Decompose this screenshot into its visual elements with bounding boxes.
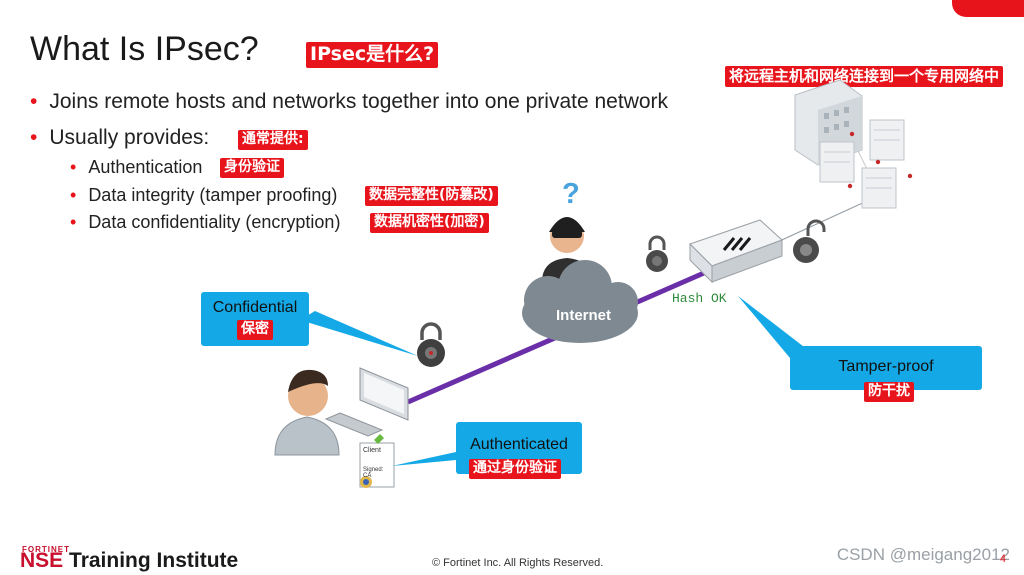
certificate-icon	[359, 434, 395, 488]
bullet-text: Joins remote hosts and networks together…	[49, 90, 669, 113]
open-padlock-icon	[793, 219, 826, 263]
internet-label: Internet	[556, 307, 612, 324]
client-computer-icon	[324, 367, 409, 437]
confidential-callout-tail	[300, 311, 418, 356]
page-number: 4	[999, 553, 1006, 565]
confidentiality-cn-tag: 数据机密性(加密)	[370, 213, 489, 233]
top-right-cn-tag: 将远程主机和网络连接到一个专用网络中	[725, 66, 1004, 87]
sub-bullet-integrity: • Data integrity (tamper proofing)	[70, 185, 337, 206]
title-text: What Is IPsec?	[30, 30, 259, 68]
hash-ok-label: Hash OK	[672, 291, 727, 306]
tamper-cn-tag: 防干扰	[864, 382, 914, 402]
padlock-icon	[417, 322, 445, 367]
brand-rest: Training Institute	[63, 549, 239, 572]
authenticated-callout-tail	[392, 452, 456, 466]
question-mark: ?	[562, 178, 580, 210]
brand-nse: NSE	[20, 549, 64, 572]
corner-accent	[952, 0, 1024, 17]
bullet-text: Usually provides:	[49, 126, 210, 149]
sub-bullet-confidentiality: • Data confidentiality (encryption)	[70, 212, 340, 233]
sub-bullet-text: Authentication	[88, 157, 203, 177]
bullet-joins: • Joins remote hosts and networks togethe…	[30, 90, 668, 114]
bullet-provides: • Usually provides:	[30, 126, 209, 150]
confidential-cn-tag: 保密	[237, 320, 273, 340]
user-avatar-icon	[274, 369, 340, 456]
bullet-dot: •	[30, 126, 38, 149]
integrity-cn-tag: 数据完整性(防篡改)	[365, 186, 498, 206]
copyright-text: © Fortinet Inc. All Rights Reserved.	[432, 557, 604, 569]
callout-title: Tamper-proof	[838, 358, 934, 375]
remote-network-icon	[794, 79, 913, 209]
slide-title: What Is IPsec?	[30, 30, 259, 69]
title-cn-tag: IPsec是什么?	[306, 42, 439, 68]
certificate-client-text: Client	[363, 447, 381, 454]
fortinet-wordmark: FORTINET	[22, 545, 70, 554]
csdn-watermark: CSDN @meigang2012	[836, 545, 1010, 564]
bullet-dot: •	[70, 185, 77, 205]
callout-title: Authenticated	[470, 436, 568, 453]
bullet-dot: •	[70, 212, 77, 232]
padlock-icon	[646, 235, 668, 272]
authentication-cn-tag: 身份验证	[220, 158, 284, 178]
certificate-signed-text: Signed: CA	[363, 467, 384, 479]
sub-bullet-text: Data integrity (tamper proofing)	[88, 185, 338, 205]
bullet-dot: •	[70, 157, 77, 177]
internet-cloud-icon	[522, 260, 638, 343]
nse-training-logo: NSE Training Institute	[20, 549, 238, 573]
tamper-callout-tail	[738, 296, 808, 358]
sub-bullet-authentication: • Authentication	[70, 157, 202, 178]
provides-cn-tag: 通常提供:	[238, 130, 308, 150]
bullet-dot: •	[30, 90, 38, 113]
authenticated-cn-tag: 通过身份验证	[469, 459, 561, 479]
sub-bullet-text: Data confidentiality (encryption)	[88, 212, 341, 232]
firewall-appliance-icon	[689, 219, 783, 284]
callout-title: Confidential	[212, 299, 298, 316]
